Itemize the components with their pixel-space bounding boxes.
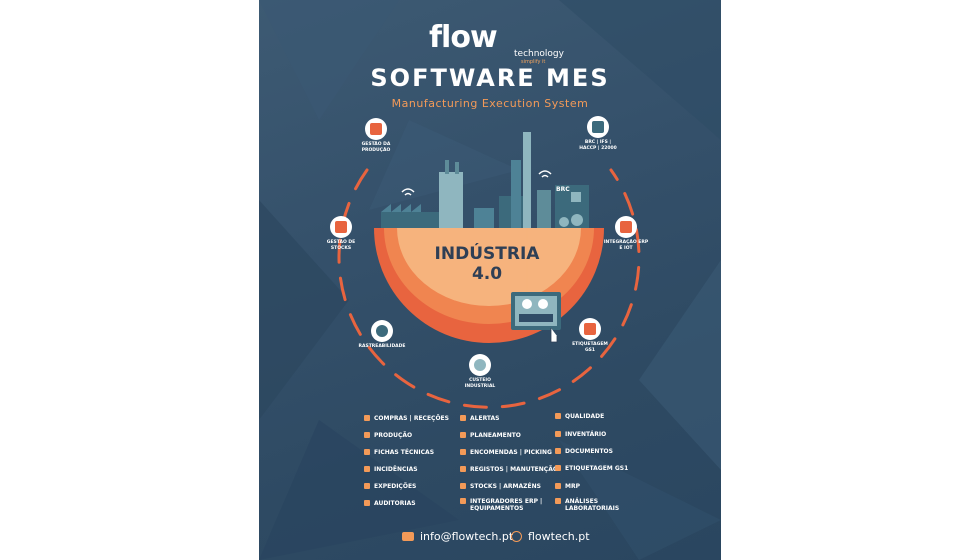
feature-item: INTEGRADORES ERP | [460, 498, 542, 505]
industry-label: INDÚSTRIA 4.0 [427, 244, 547, 284]
feature-item-continued: EQUIPAMENTOS [470, 505, 524, 512]
industry-label-line1: INDÚSTRIA [434, 244, 540, 264]
brand-subtitle: technology [514, 49, 564, 59]
label-printer-icon [579, 318, 601, 340]
brand-tagline: simplify it [521, 59, 546, 65]
module-stock-management: GESTÃO DE STOCKS [316, 216, 366, 251]
feature-item: PLANEAMENTO [460, 432, 521, 439]
module-production: GESTÃO DA PRODUÇÃO [351, 118, 401, 153]
poster: flow technology simplify it SOFTWARE MES… [259, 0, 721, 560]
boxes-icon [330, 216, 352, 238]
monitor-icon [615, 216, 637, 238]
feature-item: ANÁLISES [555, 498, 598, 505]
feature-item-continued: LABORATORIAIS [565, 505, 620, 512]
feature-item: ENCOMENDAS | PICKING [460, 449, 552, 456]
email-link[interactable]: info@flowtech.pt [402, 530, 513, 543]
feature-item: ETIQUETAGEM GS1 [555, 465, 628, 472]
feature-item: QUALIDADE [555, 413, 604, 420]
module-certifications: BRC | IFS | HACCP | 22000 [573, 116, 623, 151]
feature-item: ALERTAS [460, 415, 500, 422]
feature-item: STOCKS | ARMAZÉNS [460, 483, 541, 490]
module-industrial-costing: CUSTEIO INDUSTRIAL [455, 354, 505, 389]
feature-item: EXPEDIÇÕES [364, 483, 416, 490]
feature-item: MRP [555, 483, 580, 490]
feature-item: FICHAS TÉCNICAS [364, 449, 434, 456]
envelope-icon [402, 532, 414, 541]
feature-item: REGISTOS | MANUTENÇÃO [460, 466, 558, 473]
poster-illustration [259, 0, 721, 560]
money-bag-icon [469, 354, 491, 376]
module-traceability: RASTREABILIDADE [357, 320, 407, 350]
globe-icon [371, 320, 393, 342]
module-erp-integration: INTEGRAÇÃO ERP E IOT [601, 216, 651, 251]
website-link[interactable]: flowtech.pt [511, 530, 590, 543]
brand-logo: flow technology simplify it [259, 10, 721, 65]
feature-item: AUDITORIAS [364, 500, 416, 507]
contact-footer: info@flowtech.pt flowtech.pt [259, 530, 721, 552]
brand-wordmark: flow [429, 20, 498, 55]
feature-item: COMPRAS | RECEÇÕES [364, 415, 449, 422]
globe-icon [511, 531, 522, 542]
feature-item: PRODUÇÃO [364, 432, 412, 439]
control-panel [511, 228, 561, 343]
feature-item: DOCUMENTOS [555, 448, 613, 455]
page-subtitle: Manufacturing Execution System [391, 97, 589, 110]
module-gs1-labeling: ETIQUETAGEM GS1 [565, 318, 615, 353]
feature-item: INCIDÊNCIAS [364, 466, 418, 473]
certificate-icon [587, 116, 609, 138]
factory-icon [365, 118, 387, 140]
feature-item: INVENTÁRIO [555, 431, 606, 438]
factory-sign: BRC [556, 186, 570, 193]
page-title: SOFTWARE MES [370, 64, 610, 92]
industry-label-line2: 4.0 [471, 264, 503, 284]
factory-skyline [381, 132, 589, 228]
